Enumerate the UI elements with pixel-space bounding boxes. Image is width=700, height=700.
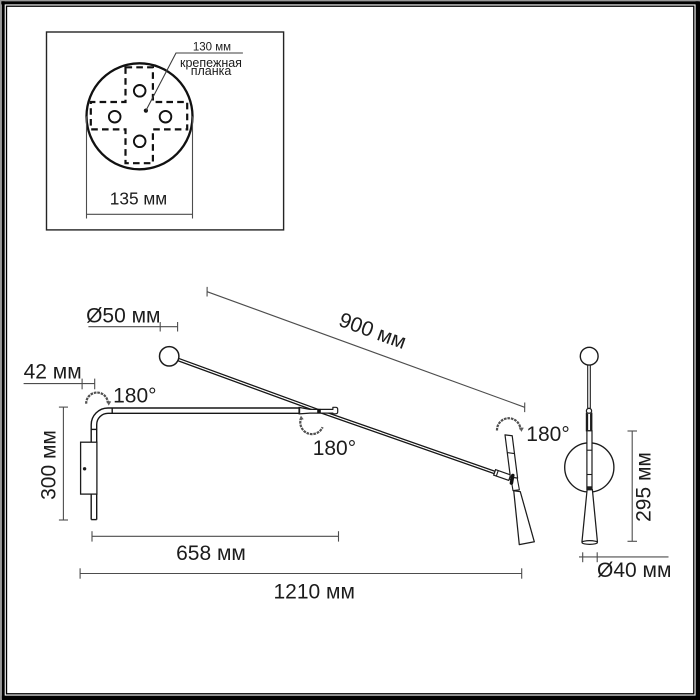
- svg-text:планка: планка: [191, 64, 232, 78]
- svg-text:Ø50 мм: Ø50 мм: [86, 304, 160, 327]
- svg-text:295 мм: 295 мм: [633, 452, 656, 522]
- svg-text:135 мм: 135 мм: [110, 189, 167, 209]
- svg-text:крепежная: крепежная: [180, 56, 242, 70]
- svg-text:180°: 180°: [313, 437, 356, 460]
- svg-text:Ø40 мм: Ø40 мм: [597, 559, 671, 582]
- svg-text:300 мм: 300 мм: [38, 430, 61, 500]
- svg-text:1210 мм: 1210 мм: [273, 580, 354, 603]
- svg-text:180°: 180°: [526, 423, 569, 446]
- svg-text:180°: 180°: [113, 385, 156, 408]
- svg-text:658 мм: 658 мм: [176, 542, 246, 565]
- svg-text:42 мм: 42 мм: [24, 361, 82, 384]
- svg-text:130 мм: 130 мм: [193, 42, 231, 54]
